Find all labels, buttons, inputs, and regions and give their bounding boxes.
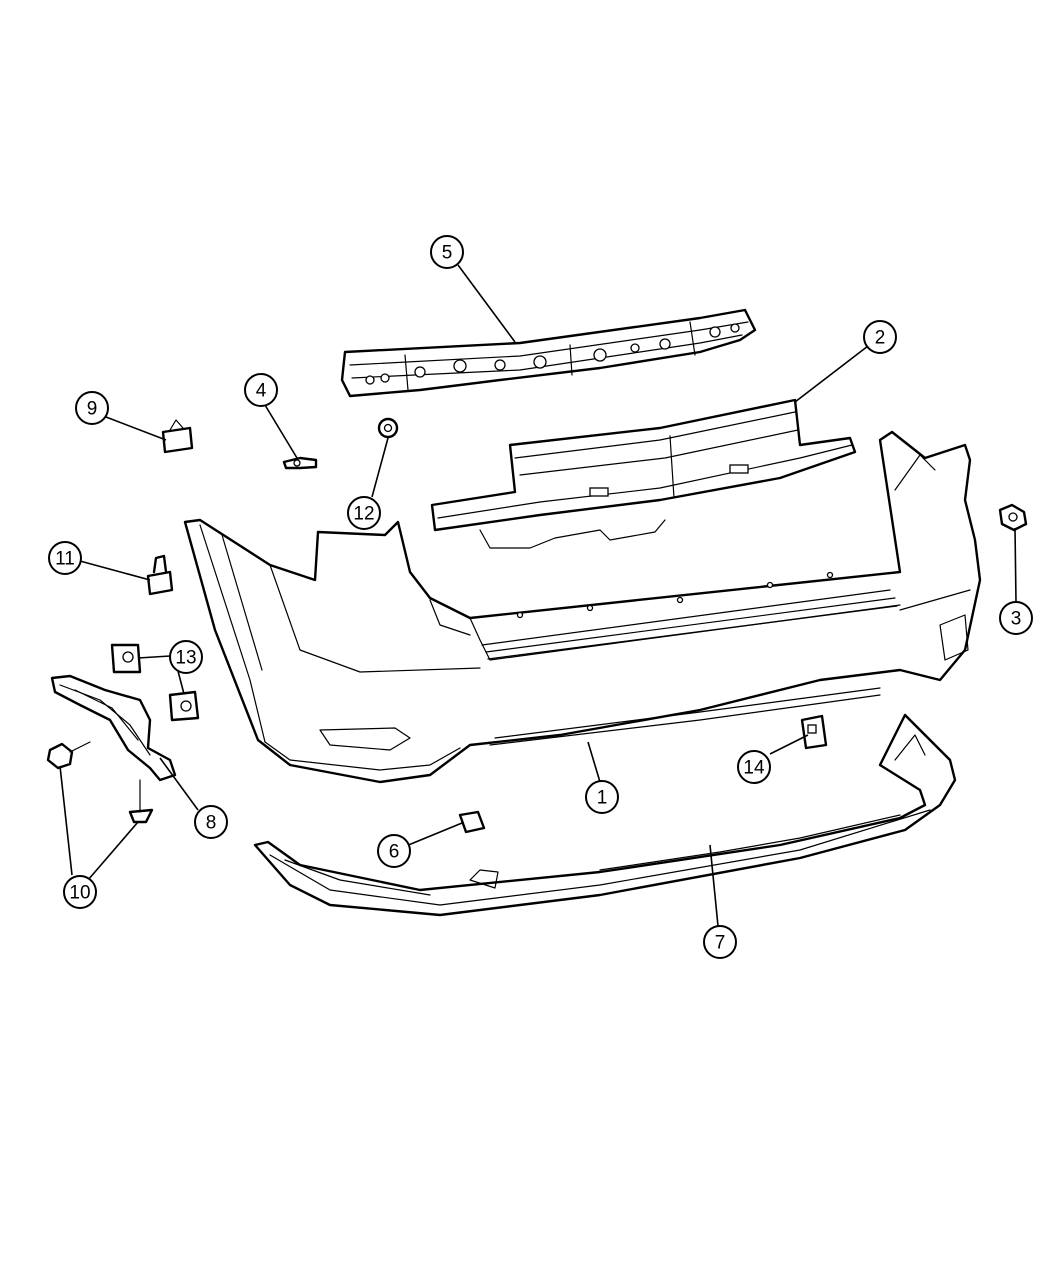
nut-clip-9-part <box>161 419 194 454</box>
callout-12: 12 <box>347 496 381 530</box>
callout-11: 11 <box>48 541 82 575</box>
callout-12-label: 12 <box>353 504 374 525</box>
clip-13-part <box>110 643 200 722</box>
callout-5-label: 5 <box>442 243 453 264</box>
side-bracket-part <box>50 674 177 782</box>
leader-lines <box>59 264 1017 927</box>
callout-4-label: 4 <box>256 381 267 402</box>
callout-1: 1 <box>585 780 619 814</box>
callout-8: 8 <box>194 805 228 839</box>
screw-10-part <box>46 741 154 824</box>
callout-14-label: 14 <box>743 758 765 779</box>
tow-hook-cap-part <box>458 810 486 834</box>
callout-2: 2 <box>863 320 897 354</box>
callout-2-label: 2 <box>875 328 886 349</box>
callout-7: 7 <box>703 925 737 959</box>
callout-5: 5 <box>430 235 464 269</box>
callout-9: 9 <box>75 391 109 425</box>
energy-absorber-part <box>430 398 857 549</box>
callout-14: 14 <box>737 750 771 784</box>
callout-13-label: 13 <box>175 648 196 669</box>
push-fastener-11-part <box>146 554 174 596</box>
callout-9-label: 9 <box>87 399 98 420</box>
lower-valance-part <box>253 713 957 917</box>
callout-8-label: 8 <box>206 813 217 834</box>
callout-10-label: 10 <box>69 883 90 904</box>
callout-1-label: 1 <box>597 788 608 809</box>
callout-10: 10 <box>63 875 97 909</box>
reinforcement-beam-part <box>340 308 757 398</box>
callout-3: 3 <box>999 601 1033 635</box>
callout-13: 13 <box>169 640 203 674</box>
clip-14-part <box>800 714 828 750</box>
callout-11-label: 11 <box>55 549 75 570</box>
bolt-3-part <box>998 503 1028 532</box>
grommet-part <box>377 417 399 439</box>
callout-4: 4 <box>244 373 278 407</box>
push-pin-part <box>282 456 318 470</box>
bumper-fascia-part <box>183 430 982 784</box>
callout-7-label: 7 <box>715 933 726 954</box>
callout-6: 6 <box>377 834 411 868</box>
callout-6-label: 6 <box>389 842 400 863</box>
callout-3-label: 3 <box>1011 609 1022 630</box>
